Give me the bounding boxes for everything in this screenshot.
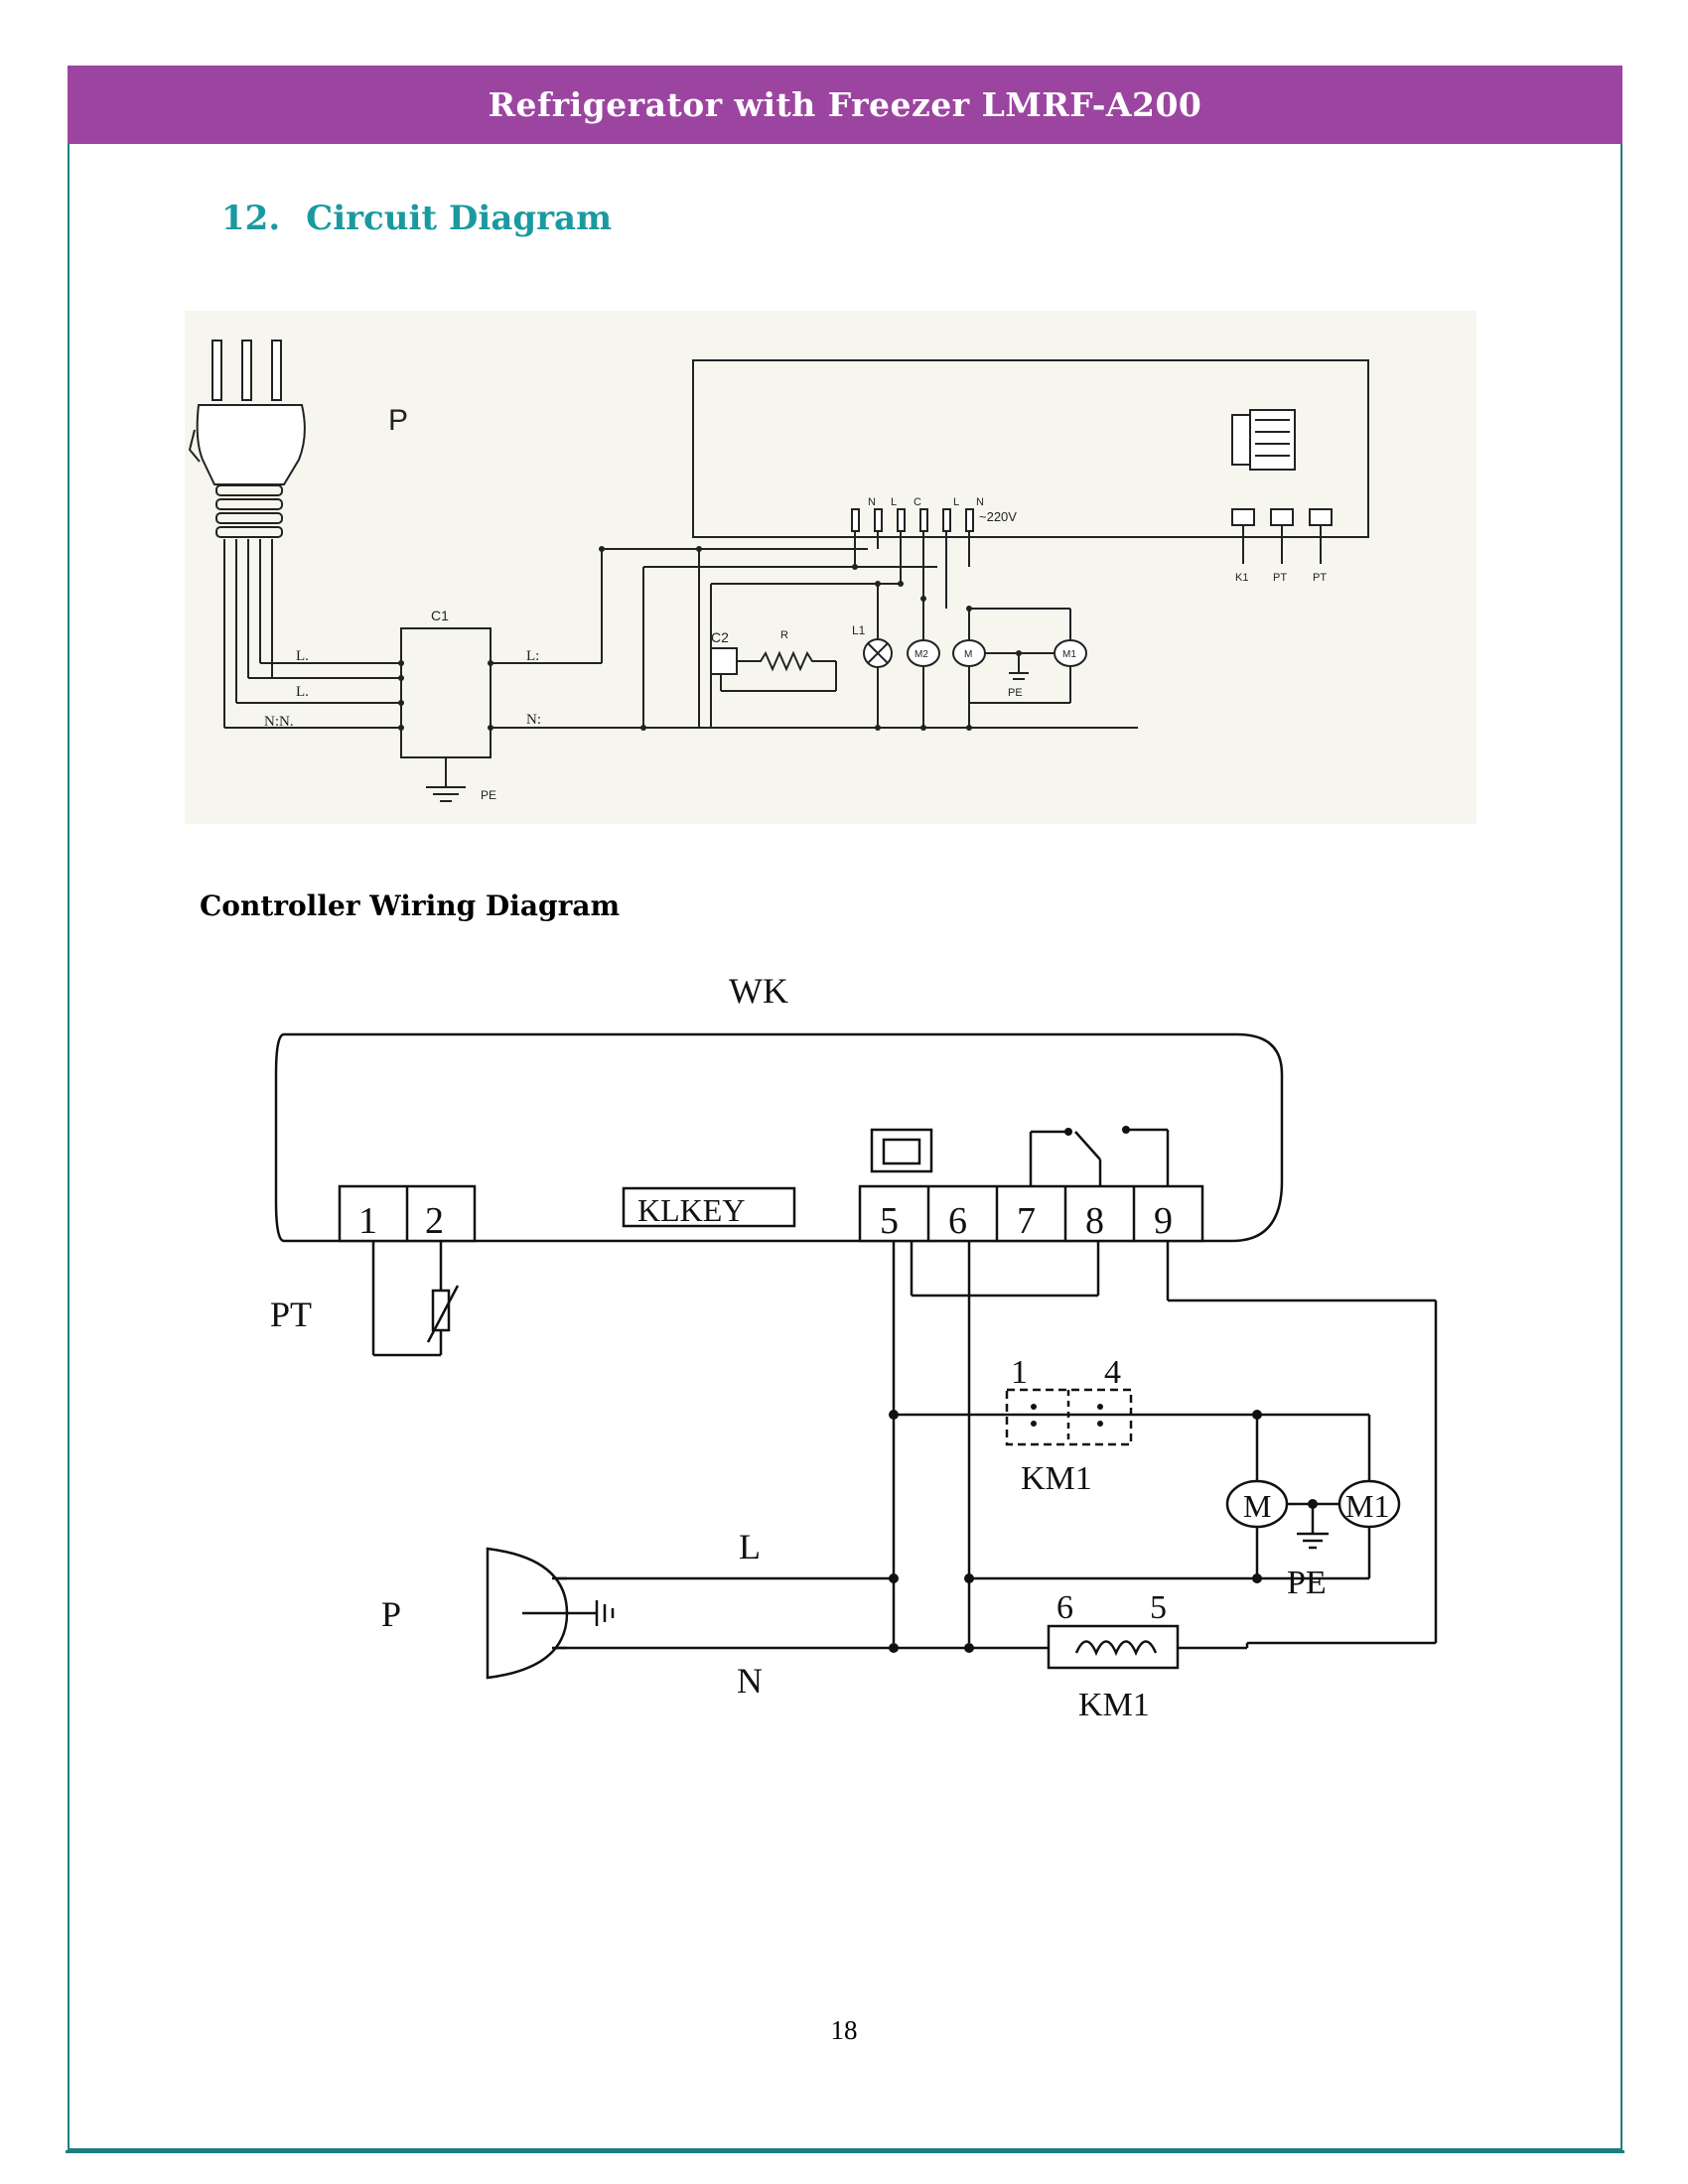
motor-m-label: M <box>1243 1488 1271 1524</box>
header-title: Refrigerator with Freezer LMRF-A200 <box>488 85 1202 124</box>
motor-m1-label: M1 <box>1345 1488 1389 1524</box>
wk-label: WK <box>729 971 788 1011</box>
circuit-terminal-c: C <box>914 496 921 508</box>
circuit-line-in-label-1: L. <box>296 648 309 664</box>
terminal-8: 8 <box>1085 1200 1104 1242</box>
terminal-2: 2 <box>425 1200 444 1242</box>
page-number: 18 <box>830 2015 858 2045</box>
circuit-m-label: M <box>964 649 972 660</box>
circuit-c1-label: C1 <box>431 608 449 623</box>
km1-pin-1: 1 <box>1011 1354 1028 1391</box>
circuit-l1-label: L1 <box>852 623 866 637</box>
terminal-1: 1 <box>358 1200 377 1242</box>
circuit-connector-pt1: PT <box>1273 572 1287 584</box>
controller-wiring-diagram: WK 1 2 KLKEY 5 6 7 8 9 PT 1 4 KM1 M M1 P… <box>205 953 1485 1876</box>
section-title: Circuit Diagram <box>306 199 613 238</box>
circuit-connector-k1: K1 <box>1235 572 1248 584</box>
circuit-terminal-l2: L <box>953 496 959 508</box>
circuit-terminal-n2: N <box>976 496 984 508</box>
page-bottom-rule <box>66 2150 1624 2153</box>
section-heading: 12. Circuit Diagram <box>221 199 612 238</box>
circuit-terminal-l1: L <box>891 496 897 508</box>
page-header: Refrigerator with Freezer LMRF-A200 <box>68 66 1622 144</box>
subsection-title: Controller Wiring Diagram <box>200 889 621 922</box>
km1-coil-label: KM1 <box>1078 1687 1150 1723</box>
circuit-voltage-label: ~220V <box>979 509 1017 524</box>
circuit-pe2-label: PE <box>1008 687 1023 699</box>
klkey-label: KLKEY <box>637 1192 745 1228</box>
circuit-terminal-n1: N <box>868 496 876 508</box>
terminal-7: 7 <box>1017 1200 1036 1242</box>
circuit-c2-label: C2 <box>711 629 729 645</box>
circuit-out-label-n: N: <box>526 712 541 728</box>
km1-coil-pin-6: 6 <box>1056 1589 1073 1626</box>
circuit-connector-pt2: PT <box>1313 572 1327 584</box>
terminal-6: 6 <box>948 1200 967 1242</box>
terminal-5: 5 <box>880 1200 899 1242</box>
km1-pin-4: 4 <box>1104 1354 1121 1391</box>
line-l-label: L <box>739 1527 761 1567</box>
pe-label: PE <box>1287 1565 1327 1601</box>
km1-coil-pin-5: 5 <box>1150 1589 1167 1626</box>
pt-label: PT <box>270 1295 312 1334</box>
circuit-r-label: R <box>780 629 788 641</box>
section-number: 12. <box>221 199 281 238</box>
circuit-plug-label: P <box>388 404 408 437</box>
plug-p-label: P <box>381 1594 401 1634</box>
terminal-9: 9 <box>1154 1200 1173 1242</box>
circuit-diagram: P C1 L. L. N:N. L: N: PE N L C L N ~220V… <box>185 311 1477 824</box>
km1-contact-label: KM1 <box>1021 1460 1092 1497</box>
circuit-line-in-label-2: L. <box>296 684 309 700</box>
circuit-pe-label: PE <box>481 788 496 802</box>
line-n-label: N <box>737 1661 763 1701</box>
circuit-m2-label: M2 <box>914 649 928 660</box>
circuit-out-label-l: L: <box>526 648 539 664</box>
circuit-line-in-label-3: N:N. <box>264 714 294 730</box>
circuit-m1-label: M1 <box>1062 649 1076 660</box>
